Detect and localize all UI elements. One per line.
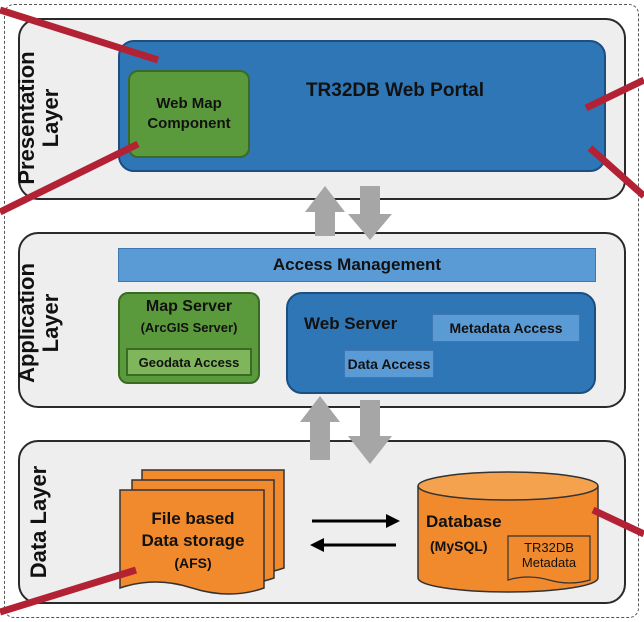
data-access-box[interactable]: Data Access xyxy=(344,350,434,378)
file-storage-line3: (AFS) xyxy=(174,555,212,571)
metadata-document xyxy=(507,535,591,584)
data-access-label: Data Access xyxy=(347,356,431,372)
callout-lines xyxy=(0,6,644,616)
map-server-subtitle: (ArcGIS Server) xyxy=(140,320,238,335)
web-map-component[interactable]: Web Map Component xyxy=(128,70,250,158)
web-portal-title: TR32DB Web Portal xyxy=(305,80,485,101)
map-server-title: Map Server xyxy=(145,298,233,315)
down-arrow-presentation xyxy=(348,186,392,240)
metadata-line2: Metadata xyxy=(521,555,577,570)
web-map-line1: Web Map xyxy=(156,95,222,112)
file-storage-text: File based Data storage (AFS) xyxy=(122,508,264,574)
access-management-label: Access Management xyxy=(272,255,442,274)
database-subtitle: (MySQL) xyxy=(430,538,488,554)
up-arrow-presentation xyxy=(305,186,345,236)
web-map-line2: Component xyxy=(147,115,231,132)
web-server-title: Web Server xyxy=(304,314,398,333)
file-storage-stack xyxy=(119,469,285,595)
web-server-box[interactable]: Web Server xyxy=(286,292,596,394)
file-storage-line2: Data storage xyxy=(141,531,245,550)
up-arrow-application xyxy=(300,396,340,460)
geodata-access-box[interactable]: Geodata Access xyxy=(126,348,252,376)
outer-frame xyxy=(4,4,639,618)
access-management-bar[interactable]: Access Management xyxy=(118,248,596,282)
down-arrow-application xyxy=(348,400,392,464)
file-storage-line1: File based xyxy=(151,509,235,528)
metadata-line1: TR32DB xyxy=(524,540,574,555)
database-title: Database xyxy=(426,512,502,531)
metadata-text: TR32DB Metadata xyxy=(508,540,590,570)
metadata-access-label: Metadata Access xyxy=(449,320,563,336)
map-server-box[interactable]: Map Server (ArcGIS Server) Geodata Acces… xyxy=(118,292,260,384)
transfer-arrows xyxy=(310,514,400,552)
geodata-access-label: Geodata Access xyxy=(138,354,240,370)
metadata-access-box[interactable]: Metadata Access xyxy=(432,314,580,342)
